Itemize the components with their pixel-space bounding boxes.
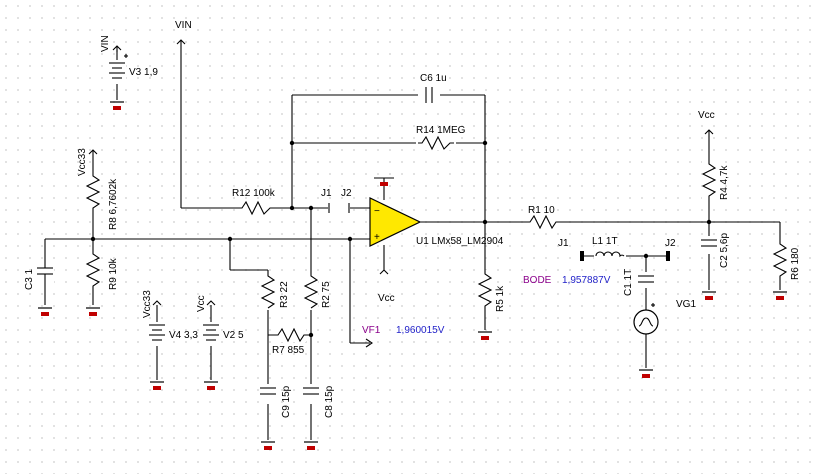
label-vf1: VF1 xyxy=(362,325,381,336)
label-c6: C6 1u xyxy=(420,73,447,84)
label-j1-left: J1 xyxy=(321,188,332,199)
label-vcc-opamp: Vcc xyxy=(378,293,395,304)
label-c9: C9 15p xyxy=(281,385,292,418)
resistor-r2[interactable] xyxy=(303,272,319,310)
capacitor-c1[interactable] xyxy=(637,272,655,288)
label-vcc33-v4: Vcc33 xyxy=(142,290,153,318)
label-c3: C3 1 xyxy=(24,268,35,290)
label-vcc-v2: Vcc xyxy=(196,295,207,312)
resistor-r12[interactable] xyxy=(238,200,274,216)
label-c2: C2 5,6p xyxy=(719,233,730,268)
vcc-terminal-right xyxy=(704,129,714,135)
capacitor-c8[interactable] xyxy=(302,384,320,404)
voltmeter-vf1[interactable] xyxy=(365,338,373,348)
label-r5: R5 1k xyxy=(495,285,506,312)
label-r8: R8 6,7602k xyxy=(108,178,119,230)
vcc-terminal-opamp xyxy=(379,269,389,275)
label-r4: R4 4,7k xyxy=(719,165,730,200)
label-c8: C8 15p xyxy=(324,385,335,418)
label-r7: R7 855 xyxy=(272,345,305,356)
capacitor-c3[interactable] xyxy=(36,262,54,305)
resistor-r3[interactable] xyxy=(260,272,276,310)
label-vf1-value: 1,960015V xyxy=(396,325,445,336)
label-j2-left: J2 xyxy=(341,188,352,199)
svg-text:−: − xyxy=(374,206,380,217)
label-u1: U1 LMx58_LM2904 xyxy=(416,236,504,247)
label-bode-value: 1,957887V xyxy=(562,275,611,286)
label-v2: V2 5 xyxy=(223,330,244,341)
capacitor-c2[interactable] xyxy=(700,236,718,254)
svg-text:+: + xyxy=(374,232,380,243)
label-j2-right: J2 xyxy=(665,238,676,249)
label-r12: R12 100k xyxy=(232,188,276,199)
label-vin-top: VIN xyxy=(175,20,192,31)
label-r6: R6 180 xyxy=(790,247,801,280)
label-l1: L1 1T xyxy=(592,236,618,247)
battery-v2[interactable] xyxy=(202,300,220,346)
resistor-r5[interactable] xyxy=(477,270,493,310)
resistor-r4[interactable] xyxy=(701,160,717,200)
vin-terminal xyxy=(176,39,186,45)
opamp-u1[interactable]: − + xyxy=(369,177,422,247)
capacitor-c6[interactable] xyxy=(418,86,440,104)
resistor-r9[interactable] xyxy=(85,250,101,290)
label-vcc-right: Vcc xyxy=(698,110,715,121)
generator-vg1[interactable] xyxy=(633,303,659,335)
resistor-r8[interactable] xyxy=(85,172,101,212)
label-v3: V3 1,9 xyxy=(129,67,158,78)
label-c1: C1 1T xyxy=(623,269,634,296)
resistor-r7[interactable] xyxy=(274,327,306,343)
label-vin-source: VIN xyxy=(100,35,111,52)
inductor-l1[interactable] xyxy=(580,246,670,261)
resistor-r1[interactable] xyxy=(526,214,560,230)
label-r3: R3 22 xyxy=(279,281,290,308)
label-j1-right: J1 xyxy=(558,238,569,249)
resistor-r6[interactable] xyxy=(772,240,788,280)
resistor-r14[interactable] xyxy=(416,135,456,151)
junction-dots xyxy=(90,140,712,338)
capacitor-c9[interactable] xyxy=(259,384,277,404)
label-bode: BODE xyxy=(523,275,552,286)
vcc33-terminal-left xyxy=(88,149,98,160)
label-vg1: VG1 xyxy=(676,299,696,310)
label-r2: R2 75 xyxy=(321,281,332,308)
label-r1: R1 10 xyxy=(528,205,555,216)
battery-v3[interactable] xyxy=(108,45,128,84)
jumper-j1-j2-left[interactable] xyxy=(328,200,350,216)
label-r9: R9 10k xyxy=(108,257,119,290)
label-v4: V4 3,3 xyxy=(169,330,198,341)
battery-v4[interactable] xyxy=(148,300,166,346)
label-vcc33-left: Vcc33 xyxy=(77,148,88,176)
label-r14: R14 1MEG xyxy=(416,125,466,136)
